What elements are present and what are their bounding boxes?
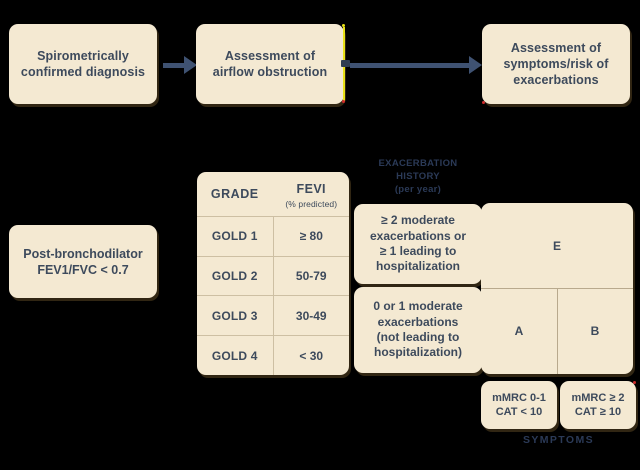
- abe-group-a[interactable]: A: [481, 288, 558, 374]
- exacerbation-high-text: ≥ 2 moderate exacerbations or ≥ 1 leadin…: [362, 213, 474, 274]
- exacerbation-high-line-2: exacerbations or: [369, 228, 467, 243]
- symptom-high-text: mMRC ≥ 2 CAT ≥ 10: [563, 391, 632, 419]
- abe-group-e-label: E: [552, 238, 561, 253]
- table-row[interactable]: GOLD 1 ≥ 80: [197, 216, 349, 257]
- symptom-high-mmrc: mMRC ≥ 2: [571, 391, 625, 404]
- grade-label: GOLD 3: [197, 295, 273, 336]
- exacerbation-low-line-1: 0 or 1 moderate: [373, 299, 463, 314]
- post-bronchodilator-criterion-box[interactable]: Post-bronchodilator FEV1/FVC < 0.7: [9, 225, 157, 298]
- abe-group-e[interactable]: E: [481, 203, 633, 289]
- symptom-low-text: mMRC 0-1 CAT < 10: [484, 391, 554, 419]
- abe-group-b-label: B: [590, 324, 600, 338]
- exacerbation-low-text: 0 or 1 moderate exacerbations (not leadi…: [365, 299, 470, 360]
- flow-step-text: Spirometrically confirmed diagnosis: [13, 48, 153, 80]
- flow-step-line-1: Spirometrically: [37, 49, 129, 63]
- grade-value: < 30: [272, 335, 349, 375]
- table-row[interactable]: GOLD 3 30-49: [197, 295, 349, 336]
- table-header-fev-label: FEVI: [296, 181, 326, 196]
- exacerbation-low-line-2: exacerbations: [377, 314, 459, 329]
- exacerbation-history-title: EXACERBATION HISTORY (per year): [352, 158, 484, 196]
- exacerbation-high-line-3: ≥ 1 leading to: [379, 244, 457, 258]
- exacerbation-high-line-1: ≥ 2 moderate: [381, 213, 455, 228]
- exacerbation-low-risk-box[interactable]: 0 or 1 moderate exacerbations (not leadi…: [354, 287, 482, 373]
- anchor-dot-symptom-right-box: [633, 381, 636, 384]
- grade-label: GOLD 2: [197, 255, 273, 296]
- exacerbation-low-line-3: (not leading to: [376, 330, 460, 344]
- criterion-line-1: Post-bronchodilator: [23, 246, 143, 261]
- abe-group-a-label: A: [514, 324, 524, 338]
- grade-value: 30-49: [272, 295, 349, 336]
- flow-step-airflow-obstruction[interactable]: Assessment of airflow obstruction: [196, 24, 344, 104]
- symptom-threshold-low-box[interactable]: mMRC 0-1 CAT < 10: [481, 381, 557, 429]
- flow-step-spirometric-diagnosis[interactable]: Spirometrically confirmed diagnosis: [9, 24, 157, 104]
- criterion-line-2: FEV1/FVC < 0.7: [37, 262, 129, 277]
- gold-grade-table[interactable]: GRADE FEVI (% predicted) GOLD 1 ≥ 80 GOL…: [197, 172, 349, 375]
- exacerbation-title-line-3: (per year): [394, 183, 442, 195]
- selection-anchor-bottom[interactable]: [342, 100, 345, 103]
- grade-value: 50-79: [272, 255, 349, 296]
- grade-label: GOLD 1: [197, 216, 273, 257]
- symptoms-caption: SYMPTOMS: [522, 434, 595, 446]
- anchor-dot-symptoms-box: [482, 101, 485, 104]
- arrow-shaft: [350, 63, 471, 68]
- table-row[interactable]: GOLD 2 50-79: [197, 255, 349, 296]
- exacerbation-high-risk-box[interactable]: ≥ 2 moderate exacerbations or ≥ 1 leadin…: [354, 204, 482, 284]
- selection-handle-middle-right[interactable]: [341, 60, 350, 67]
- table-header-grade: GRADE: [197, 172, 273, 217]
- flow-step-line-1: Assessment of: [224, 49, 316, 63]
- flow-step-line-2: airflow obstruction: [212, 65, 328, 79]
- exacerbation-high-line-4: hospitalization: [375, 259, 460, 274]
- exacerbation-title-line-1: EXACERBATION: [378, 158, 458, 169]
- flow-step-line-2: confirmed diagnosis: [20, 65, 146, 79]
- selection-anchor-top[interactable]: [342, 24, 345, 27]
- grade-value: ≥ 80: [272, 216, 349, 257]
- flow-step-line-2: symptoms/risk of: [503, 57, 609, 71]
- table-header-fev: FEVI (% predicted): [273, 172, 349, 217]
- abe-group-grid[interactable]: E A B: [481, 203, 633, 374]
- symptom-low-cat: CAT < 10: [495, 406, 543, 418]
- arrow-shaft: [163, 63, 186, 68]
- flow-step-symptoms-risk[interactable]: Assessment of symptoms/risk of exacerbat…: [482, 24, 630, 104]
- flow-step-line-3: exacerbations: [513, 73, 599, 87]
- flow-step-text: Assessment of airflow obstruction: [205, 48, 335, 80]
- symptom-low-mmrc: mMRC 0-1: [492, 391, 546, 404]
- arrow-head: [184, 56, 197, 74]
- grade-label: GOLD 4: [197, 335, 273, 375]
- arrow-head: [469, 56, 482, 74]
- flow-step-text: Assessment of symptoms/risk of exacerbat…: [495, 40, 616, 88]
- exacerbation-title-line-2: HISTORY: [396, 170, 440, 182]
- criterion-text: Post-bronchodilator FEV1/FVC < 0.7: [15, 246, 150, 278]
- exacerbation-low-line-4: hospitalization): [374, 345, 462, 360]
- table-header-fev-sublabel: (% predicted): [285, 198, 338, 209]
- flow-step-line-1: Assessment of: [510, 41, 602, 55]
- symptom-high-cat: CAT ≥ 10: [574, 406, 622, 418]
- symptom-threshold-high-box[interactable]: mMRC ≥ 2 CAT ≥ 10: [560, 381, 636, 429]
- abe-group-b[interactable]: B: [557, 288, 633, 374]
- table-row[interactable]: GOLD 4 < 30: [197, 335, 349, 375]
